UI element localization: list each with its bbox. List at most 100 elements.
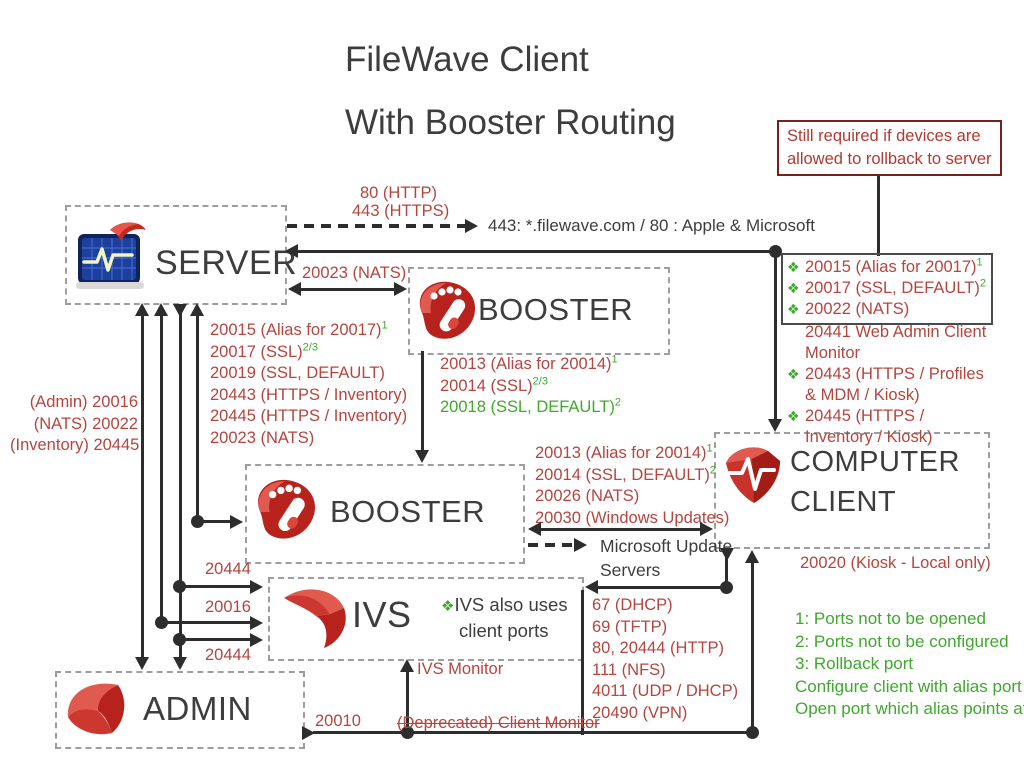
server-label: SERVER (155, 244, 298, 282)
client-ivs-down-arrowhead (720, 548, 734, 561)
line2-vertical (160, 314, 163, 625)
ms-update-text-line1: Microsoft Update (600, 536, 733, 556)
label-20010: 20010 (315, 712, 361, 730)
port-item: ❖20015 (Alias for 20017)1 (787, 256, 983, 276)
legend-line: 2: Ports not to be configured (795, 631, 1009, 651)
label-20444-bottom: 20444 (205, 646, 251, 664)
left-label-item: (Admin) 20016 (29, 393, 138, 411)
port-item: 20443 (HTTPS / Inventory) (210, 385, 408, 404)
booster2-junction-dot (191, 515, 204, 528)
admin-out-arrowhead (302, 726, 315, 740)
ivs-label: IVS (352, 594, 412, 635)
ivs-note: ❖IVS also uses client ports (441, 594, 568, 641)
client-to-server-line (295, 250, 775, 253)
client-ivs-horizontal (597, 586, 727, 589)
line2-up-arrowhead (154, 303, 168, 316)
junction-dot-20444-bottom (173, 633, 186, 646)
kiosk-port-label: 20020 (Kiosk - Local only) (800, 554, 991, 572)
port-item: 20014 (SSL)2/3 (440, 375, 548, 395)
client-vertical-arrowhead (768, 419, 782, 432)
booster2-connector-line (198, 520, 232, 523)
ivs-monitor-junction-dot (401, 726, 414, 739)
booster1-label: BOOSTER (478, 292, 634, 327)
line3-vertical (179, 306, 182, 660)
client-monitor-junction-dot (746, 726, 759, 739)
booster2-icon (258, 479, 316, 539)
booster2-client-arrowhead-right (700, 522, 713, 536)
port-item: 20030 (Windows Updates) (535, 508, 730, 527)
booster2-msupdate-dashed-arrow (528, 543, 574, 547)
arrow-20016 (162, 621, 252, 624)
server-booster1-arrowhead-right (394, 282, 407, 296)
port-item: 80, 20444 (HTTP) (592, 639, 725, 657)
booster2-connector-arrowhead (230, 515, 243, 529)
line3-down-arrowhead (173, 657, 187, 670)
page-title: FileWave Client (345, 40, 589, 79)
port-item: 4011 (UDP / DHCP) (592, 682, 739, 700)
port-item: 20023 (NATS) (210, 428, 315, 447)
port-item: ❖20443 (HTTPS / Profiles & MDM / Kiosk) (787, 365, 984, 404)
booster2-client-line (540, 528, 706, 531)
line1-up-arrowhead (135, 303, 149, 316)
rollback-note-box: Still required if devices are allowed to… (777, 120, 1002, 176)
legend-notes: 1: Ports not to be opened 2: Ports not t… (795, 608, 1024, 721)
arrow-20444-top (180, 585, 252, 588)
arrowhead-20016 (250, 616, 263, 630)
client-label-line1: COMPUTER (790, 446, 960, 478)
server-external-arrowhead (465, 219, 478, 233)
booster1-booster2-arrowhead (415, 450, 429, 463)
nats-20023-label: 20023 (NATS) (302, 264, 407, 282)
server-icon (76, 222, 146, 289)
port-item: 20017 (SSL)2/3 (210, 341, 318, 361)
rollback-note-line2: allowed to rollback to server (787, 150, 992, 168)
legend-line: 3: Rollback port (795, 654, 914, 673)
client-line-junction-dot (769, 245, 782, 258)
booster1-icon (419, 281, 476, 339)
port-item: 111 (NFS) (592, 660, 666, 679)
ms-update-text-line2: Servers (600, 560, 661, 580)
server-booster1-line (296, 288, 396, 291)
port-item: ❖20445 (HTTPS / Inventory / Kiosk) (787, 407, 933, 446)
booster1-ports-list: 20013 (Alias for 20014)1 20014 (SSL)2/3 … (440, 354, 621, 419)
rollback-note-line1: Still required if devices are (787, 127, 981, 145)
port-item: 20490 (VPN) (592, 703, 688, 722)
server-ports-list: 20015 (Alias for 20017)1 20017 (SSL)2/3 … (210, 320, 407, 449)
left-label-item: (Inventory) 20445 (10, 436, 140, 454)
port-item: 20441 Web Admin Client Monitor (805, 323, 987, 362)
ivs-bottom-vertical (581, 590, 584, 735)
diamond-bullet-icon: ❖ (441, 598, 455, 615)
line1-vertical (141, 314, 144, 660)
admin-bottom-line (313, 731, 755, 734)
external-endpoints-text: 443: *.filewave.com / 80 : Apple & Micro… (488, 216, 815, 235)
legend-line: Open port which alias points at. (795, 699, 1024, 718)
ivs-icon (284, 589, 346, 648)
client-to-server-arrowhead (285, 244, 298, 258)
page-subtitle: With Booster Routing (345, 103, 676, 142)
port-item: 20445 (HTTPS / Inventory) (210, 407, 408, 425)
legend-line: 1: Ports not to be opened (795, 609, 986, 628)
http-port-label: 80 (HTTP) (360, 184, 438, 202)
arrowhead-20444-top (250, 580, 263, 594)
deprecated-monitor-label: (Deprecated) Client Monitor (397, 714, 600, 732)
line4-up-arrowhead (190, 303, 204, 316)
arrowhead-20444-bottom (250, 633, 263, 647)
ivs-monitor-line (406, 671, 409, 732)
junction-dot-20016 (155, 616, 168, 629)
client-ports-list: ❖20015 (Alias for 20017)1 ❖20017 (SSL, D… (787, 257, 993, 448)
client-label-line2: CLIENT (790, 486, 897, 518)
client-monitor-arrowhead (745, 550, 759, 563)
client-vertical-line (774, 252, 777, 424)
booster2-client-arrowhead-left (528, 522, 541, 536)
ivs-service-ports-list: 67 (DHCP) 69 (TFTP) 80, 20444 (HTTP) 111… (592, 595, 738, 724)
left-label-item: (NATS) 20022 (33, 414, 138, 433)
port-item: 20014 (SSL, DEFAULT)2 (535, 464, 716, 484)
port-item: 20018 (SSL, DEFAULT)2 (440, 396, 621, 416)
client-ivs-vertical (725, 556, 728, 589)
client-monitor-line (751, 562, 754, 732)
port-item: ❖20022 (NATS) (787, 300, 910, 318)
port-item: 20013 (Alias for 20014)1 (535, 442, 713, 462)
https-port-label: 443 (HTTPS) (352, 202, 450, 220)
admin-icon (67, 683, 125, 735)
port-item: 67 (DHCP) (592, 596, 673, 614)
